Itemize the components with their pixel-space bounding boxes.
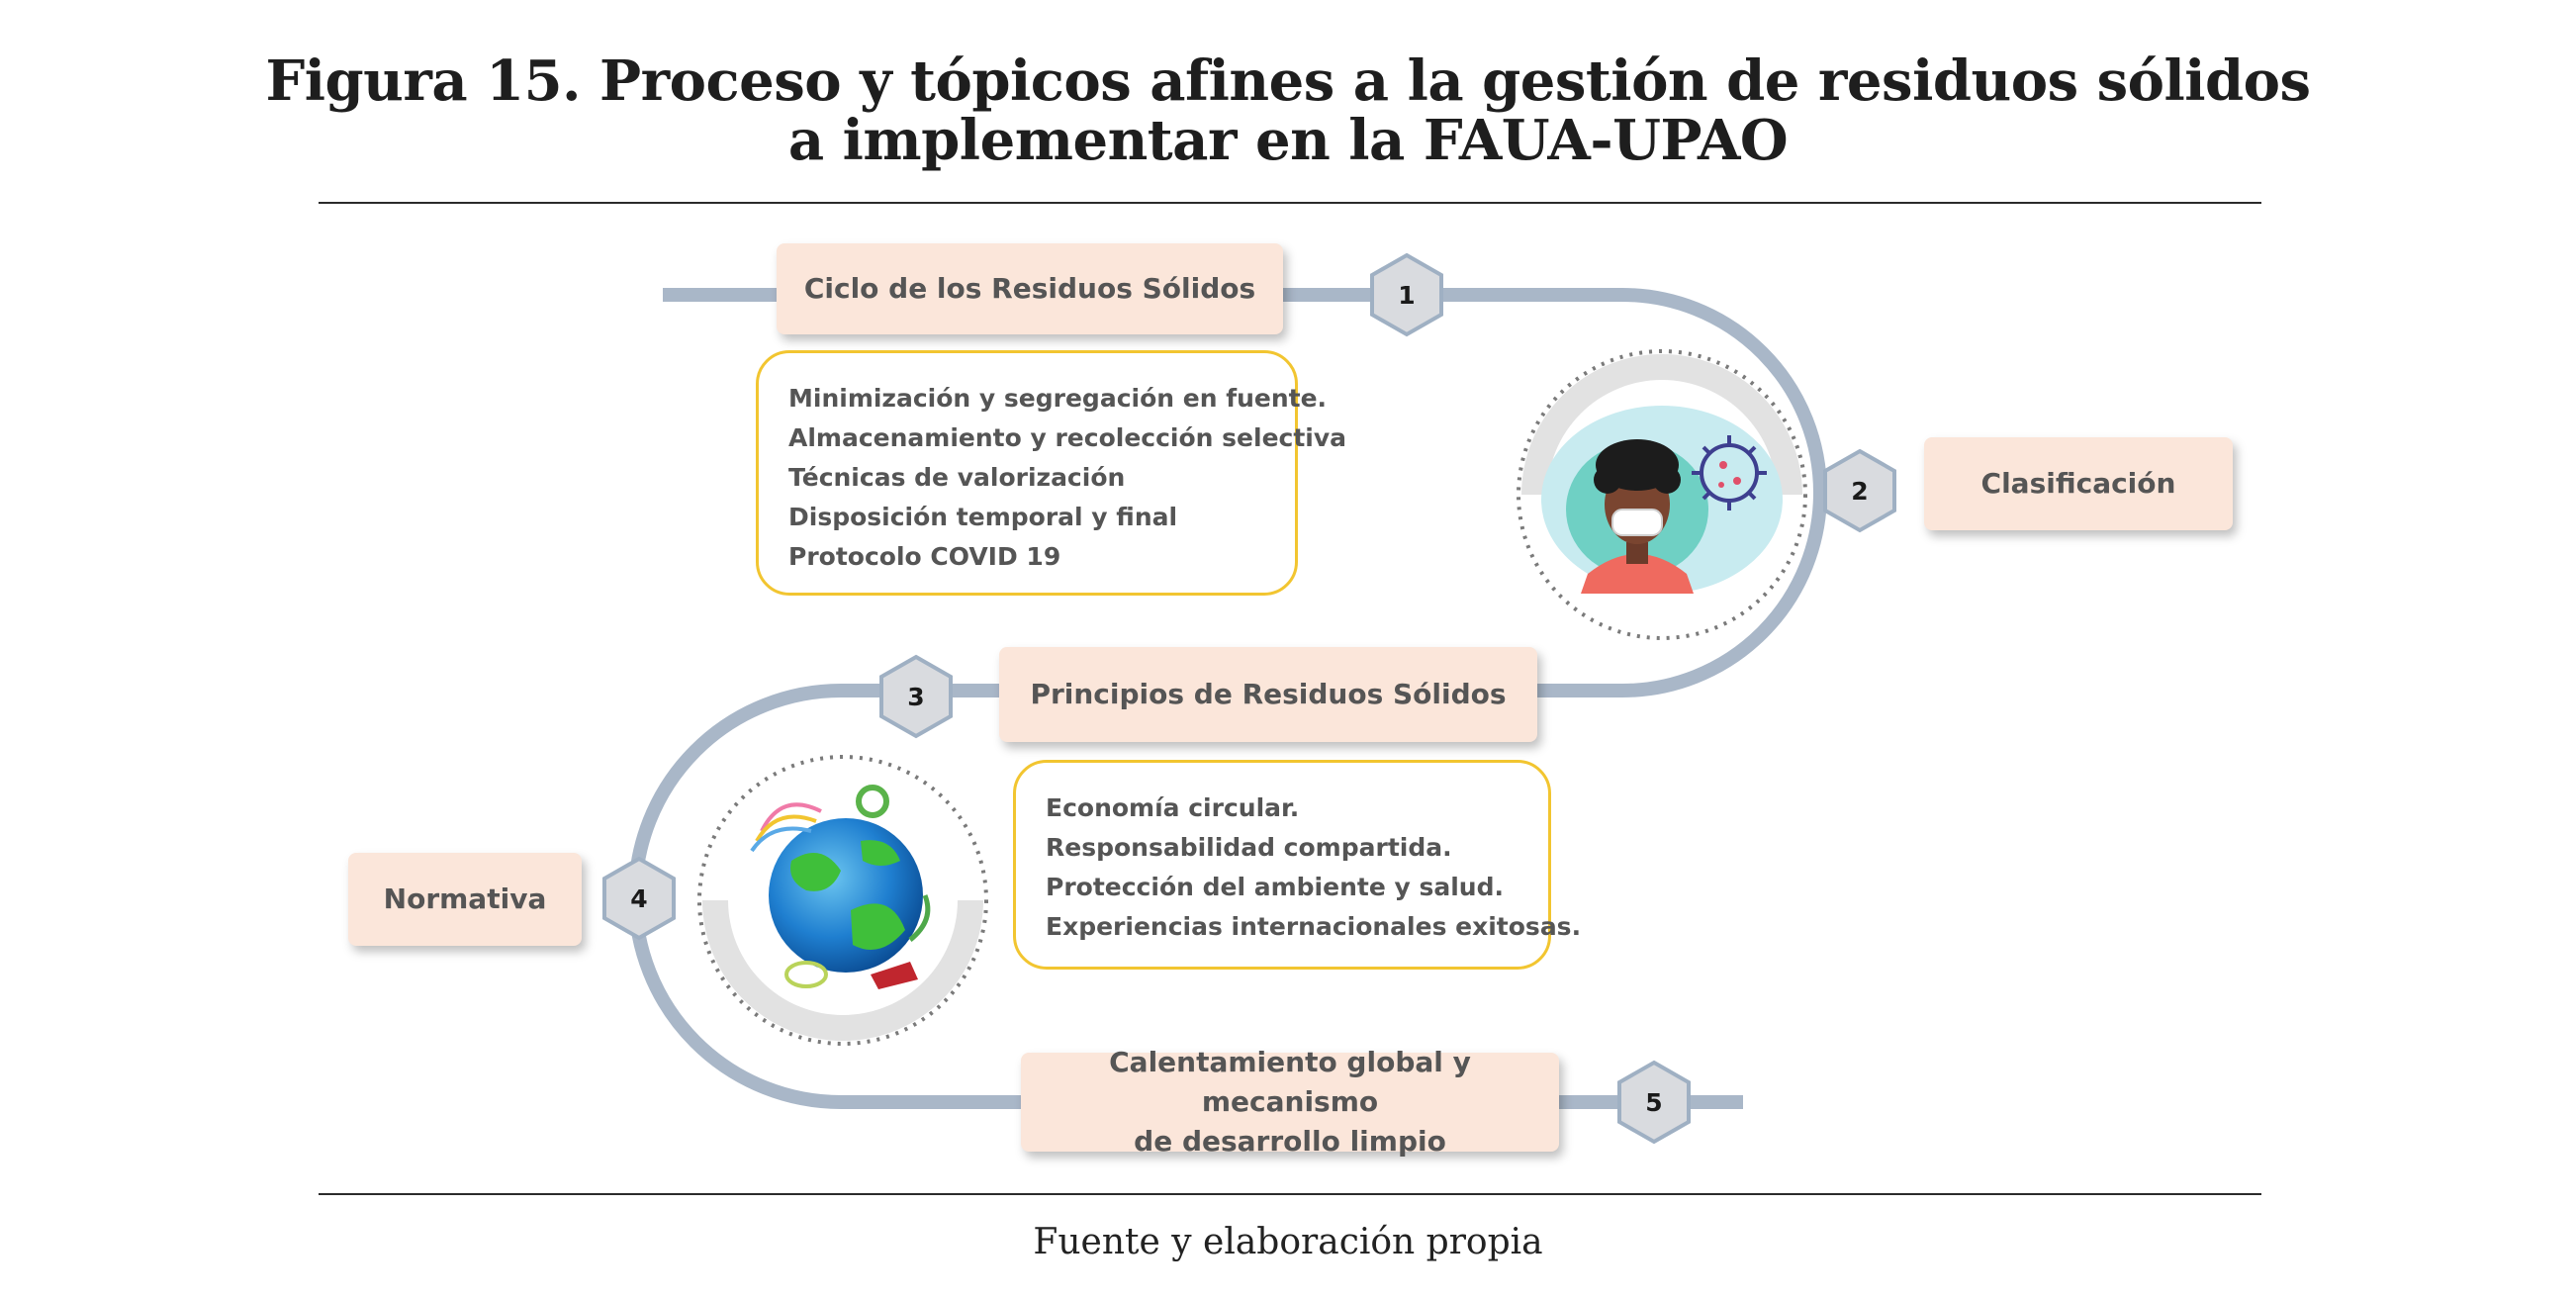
step-5-hexagon: 5	[1617, 1060, 1691, 1145]
figure-title-line-1: Figura 15. Proceso y tópicos afines a la…	[265, 48, 2311, 114]
step-5-label-line-2: de desarrollo limpio	[1134, 1125, 1446, 1158]
step-5-number: 5	[1645, 1088, 1662, 1117]
principles-topic-item: Responsabilidad compartida.	[1046, 833, 1452, 862]
figure-title-line-2: a implementar en la FAUA-UPAO	[787, 108, 1789, 173]
step-4-hexagon: 4	[602, 856, 676, 941]
green-earth-recycling-icon	[697, 755, 988, 1046]
principles-topic-item: Experiencias internacionales exitosas.	[1046, 912, 1582, 941]
masked-person-with-virus-icon	[1517, 349, 1807, 640]
principles-topics-list: Economía circular. Responsabilidad compa…	[1046, 789, 1582, 947]
top-rule	[319, 202, 2261, 204]
step-2-number: 2	[1851, 477, 1868, 506]
principles-topic-item: Protección del ambiente y salud.	[1046, 873, 1505, 901]
step-1-label-text: Ciclo de los Residuos Sólidos	[803, 272, 1256, 305]
cycle-topic-item: Técnicas de valorización	[788, 463, 1126, 492]
step-4-number: 4	[630, 884, 647, 913]
step-1-hexagon: 1	[1370, 252, 1443, 337]
step-3-label-text: Principios de Residuos Sólidos	[1030, 678, 1507, 710]
figure-source: Fuente y elaboración propia	[1033, 1222, 1543, 1262]
step-4-label: Normativa	[348, 853, 582, 946]
cycle-topic-item: Disposición temporal y final	[788, 503, 1178, 531]
step-1-label: Ciclo de los Residuos Sólidos	[777, 243, 1283, 334]
cycle-topic-item: Minimización y segregación en fuente.	[788, 384, 1328, 413]
step-5-label-line-1: Calentamiento global y mecanismo	[1109, 1046, 1471, 1118]
cycle-topic-item: Protocolo COVID 19	[788, 542, 1061, 571]
step-3-hexagon: 3	[879, 654, 953, 739]
step-2-hexagon: 2	[1823, 448, 1896, 533]
process-track-upper	[663, 288, 1827, 697]
step-2-label: Clasificación	[1924, 437, 2233, 530]
cycle-topic-item: Almacenamiento y recolección selectiva	[788, 423, 1347, 452]
step-5-label: Calentamiento global y mecanismo de desa…	[1021, 1046, 1559, 1158]
principles-topic-item: Economía circular.	[1046, 793, 1300, 822]
step-2-label-text: Clasificación	[1980, 467, 2176, 500]
principles-topics-box: Economía circular. Responsabilidad compa…	[1013, 760, 1582, 970]
step-1-number: 1	[1398, 281, 1415, 310]
bottom-rule	[319, 1193, 2261, 1195]
cycle-topics-box: Minimización y segregación en fuente. Al…	[756, 350, 1347, 596]
step-3-label: Principios de Residuos Sólidos	[999, 647, 1537, 742]
step-4-label-text: Normativa	[383, 882, 547, 915]
cycle-topics-list: Minimización y segregación en fuente. Al…	[788, 379, 1347, 577]
step-3-number: 3	[907, 683, 924, 711]
